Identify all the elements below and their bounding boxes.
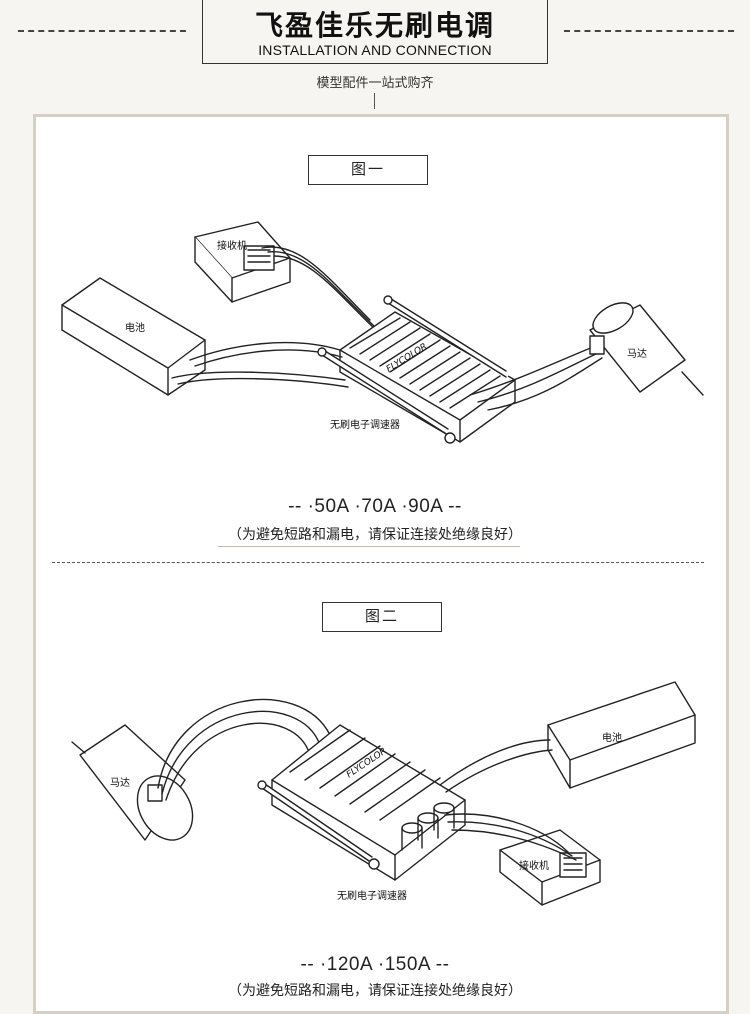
figure1-esc-label: 无刷电子调速器	[330, 418, 400, 431]
figure2-receiver-label: 接收机	[519, 859, 549, 872]
tagline: 模型配件一站式购齐	[316, 76, 434, 91]
figure1-diagram: 接收机 电池 马达 无刷电子调速器 FLYCOLOR	[61, 221, 704, 444]
figure1-note: （为避免短路和漏电，请保证连接处绝缘良好）	[228, 527, 522, 543]
figure1-motor-illustration	[589, 302, 704, 396]
figure2-receiver-illustration	[499, 829, 601, 906]
figure2-battery-illustration	[547, 681, 696, 789]
figure1-label: 图一	[308, 155, 428, 185]
figure2-label: 图二	[322, 602, 442, 632]
figure2-esc-label: 无刷电子调速器	[337, 889, 407, 902]
figure1-battery-label: 电池	[125, 321, 145, 334]
tagline-rule	[374, 93, 375, 109]
figure1-motor-label: 马达	[627, 348, 647, 360]
figure1-esc-illustration	[317, 295, 516, 444]
figure1-receiver-label: 接收机	[217, 239, 247, 252]
figure1-receiver-illustration	[194, 221, 291, 303]
page-title: 飞盈佳乐无刷电调	[254, 9, 495, 42]
figure2-note: （为避免短路和漏电，请保证连接处绝缘良好）	[228, 983, 522, 999]
page-subtitle: INSTALLATION AND CONNECTION	[258, 42, 492, 58]
section-divider	[52, 562, 704, 563]
figure1-note-rule	[218, 546, 520, 547]
figure1-models: -- ·50A ·70A ·90A --	[288, 496, 462, 517]
figure2-motor-label: 马达	[110, 777, 130, 789]
header-dash-right	[564, 30, 734, 32]
figure2-motor-illustration	[71, 724, 194, 841]
figure2-esc-illustration	[257, 724, 466, 881]
content-frame	[33, 114, 729, 1014]
header-title-box: 飞盈佳乐无刷电调 INSTALLATION AND CONNECTION	[202, 0, 548, 64]
figure1-battery-illustration	[61, 277, 206, 396]
header-dash-left	[18, 30, 186, 32]
figure2-battery-label: 电池	[602, 731, 622, 744]
figure2-models: -- ·120A ·150A --	[300, 954, 450, 975]
figure2-diagram: 马达 电池 接收机 无刷电子调速器 FLYCOLOR	[71, 681, 696, 906]
